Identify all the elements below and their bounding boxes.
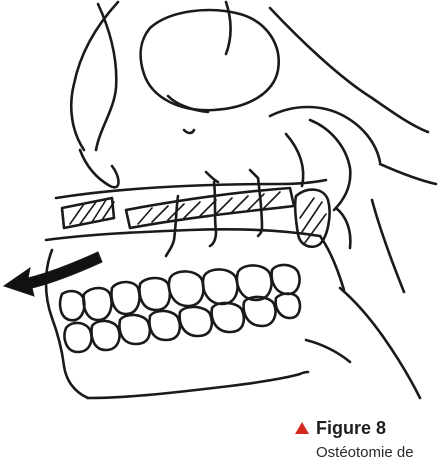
figure-title: Figure 8: [316, 418, 386, 438]
wire-1: [166, 196, 178, 256]
zygoma-lower: [286, 134, 303, 186]
figure-description: Ostéotomie de: [316, 444, 414, 462]
condyle: [336, 208, 350, 248]
nasal-aperture: [80, 150, 119, 187]
bone-graft-2: [126, 188, 294, 228]
zygomatic-arch: [310, 120, 350, 210]
wire-2: [210, 182, 216, 246]
lower-teeth: [65, 294, 300, 353]
wire-top: [206, 170, 258, 182]
infraorbital-mark: [184, 130, 194, 133]
cranium-outline: [71, 2, 118, 150]
mandible-body: [306, 340, 350, 362]
maxilla-posterior: [320, 236, 344, 290]
mandible-ramus: [340, 288, 420, 398]
wire-3: [258, 178, 262, 236]
orbit: [141, 10, 279, 110]
upper-cranium-contour: [270, 8, 428, 132]
figure-caption: Figure 8 Ostéotomie de: [295, 418, 442, 470]
bone-graft-1: [62, 198, 114, 228]
frontal-process: [226, 2, 231, 54]
maxilla-contour: [46, 229, 320, 240]
mandible-lower-border: [88, 374, 300, 398]
triangle-marker-icon: [295, 422, 309, 434]
mandible-gap: [300, 372, 308, 374]
ramus-posterior: [372, 200, 404, 292]
posterior-skull: [380, 164, 436, 184]
arrow-left-icon: [4, 252, 102, 296]
bone-graft-3: [295, 190, 329, 247]
